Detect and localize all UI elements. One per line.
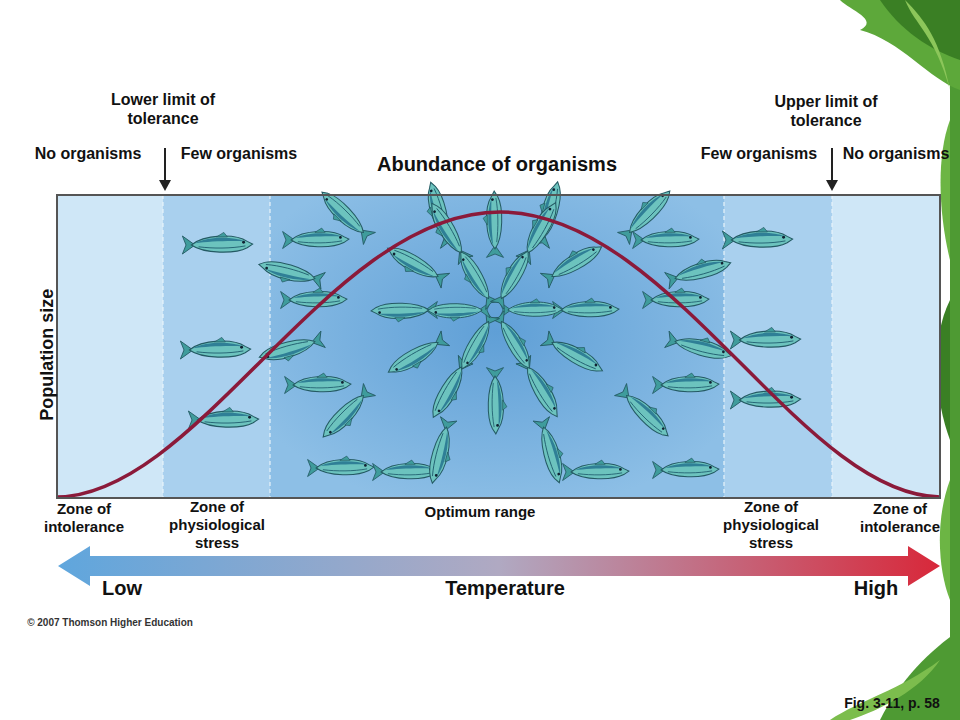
tolerance-curve (57, 212, 940, 497)
limit-label: Upper limit of tolerance (741, 92, 911, 130)
abundance-label: No organisms (28, 144, 148, 163)
zone-label: Zone of physiological stress (155, 498, 280, 552)
axis-label: Population size (37, 255, 59, 455)
zone-label: Optimum range (380, 503, 580, 521)
zone-label: Zone of physiological stress (709, 498, 834, 552)
chart-title: Abundance of organisms (337, 152, 657, 176)
abundance-label: Few organisms (174, 144, 304, 163)
limit-label: Lower limit of tolerance (78, 90, 248, 128)
figure-reference: Fig. 3-11, p. 58 (834, 695, 950, 712)
axis-label: Temperature (405, 576, 605, 600)
zone-label: Zone of intolerance (845, 500, 955, 536)
zone-label: Zone of intolerance (29, 500, 139, 536)
abundance-label: No organisms (838, 144, 954, 163)
abundance-label: Few organisms (694, 144, 824, 163)
copyright-note: © 2007 Thomson Higher Education (10, 617, 210, 629)
axis-end-label: Low (87, 576, 157, 600)
axis-end-label: High (841, 576, 911, 600)
